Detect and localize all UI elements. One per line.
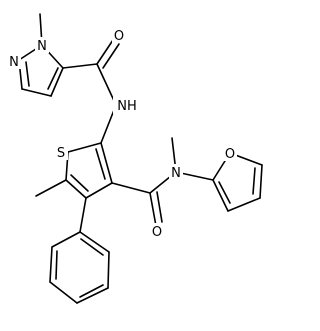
- bond-ph-double-c: [80, 238, 104, 256]
- amide2-oxygen-label: O: [152, 225, 162, 240]
- pyrazole-n-methyl-label: N: [37, 39, 47, 54]
- bond-thio-c3-c2: [100, 142, 113, 184]
- bond-c3-carbonyl2: [111, 182, 151, 194]
- bond-furan-c5-c4: [259, 164, 263, 199]
- bond-furan-c3-c2: [212, 179, 229, 212]
- bond-ph-double-a: [55, 250, 58, 280]
- bond-ph-c5-c6: [107, 251, 110, 289]
- bond-pyr-c4-c5: [50, 67, 64, 97]
- bond-pyr-c3-c4: [21, 88, 52, 97]
- molecule-structure: N N O NH S N O O: [7, 13, 263, 304]
- bond-thio-c3-c2-double: [95, 148, 106, 180]
- atom-labels: N N O NH S N O O: [7, 27, 237, 240]
- bond-carbonyl-nh: [96, 63, 117, 106]
- bond-thio-c5-c4-double: [70, 174, 89, 192]
- amide1-oxygen-label: O: [114, 29, 124, 44]
- bond-pyr-c3-c3-double: [25, 61, 30, 87]
- bond-carbonyl2-o-double: [156, 191, 163, 223]
- bonds: [18, 13, 263, 304]
- bond-ph-c4-c5: [76, 287, 109, 304]
- bond-furan-c4-c3: [227, 197, 261, 212]
- bond-thio-c2-s: [67, 142, 102, 153]
- bond-furan-c3-c2-double: [218, 181, 231, 204]
- bond-carbonyl2-o: [149, 192, 157, 227]
- bond-ph-double-b: [79, 284, 104, 298]
- bond-c5-methyl: [35, 179, 67, 197]
- bond-c4-phenyl: [79, 197, 87, 233]
- pyrazole-n2-label: N: [9, 55, 19, 70]
- furan-oxygen-label: O: [225, 147, 235, 162]
- amide1-nh-label: NH: [117, 99, 137, 114]
- thiophene-sulfur-label: S: [57, 146, 65, 161]
- bond-furan-c5-c4-double: [252, 167, 256, 195]
- bond-ph-c3-c4: [49, 281, 78, 304]
- bond-thio-c5-c4: [65, 179, 87, 199]
- bond-carbonyl-o-double: [102, 43, 120, 69]
- bond-ph-c2-c3: [49, 246, 53, 283]
- bond-pyr-c4-c5-double: [47, 67, 59, 90]
- amide2-nitrogen-label: N: [171, 166, 181, 181]
- bond-carbonyl-o: [96, 39, 114, 65]
- bond-c5-carbonyl: [62, 63, 98, 69]
- bond-ph-c6-c1: [79, 231, 110, 253]
- bond-thio-c4-c3: [85, 182, 113, 199]
- bond-ph-c1-c2: [51, 231, 81, 248]
